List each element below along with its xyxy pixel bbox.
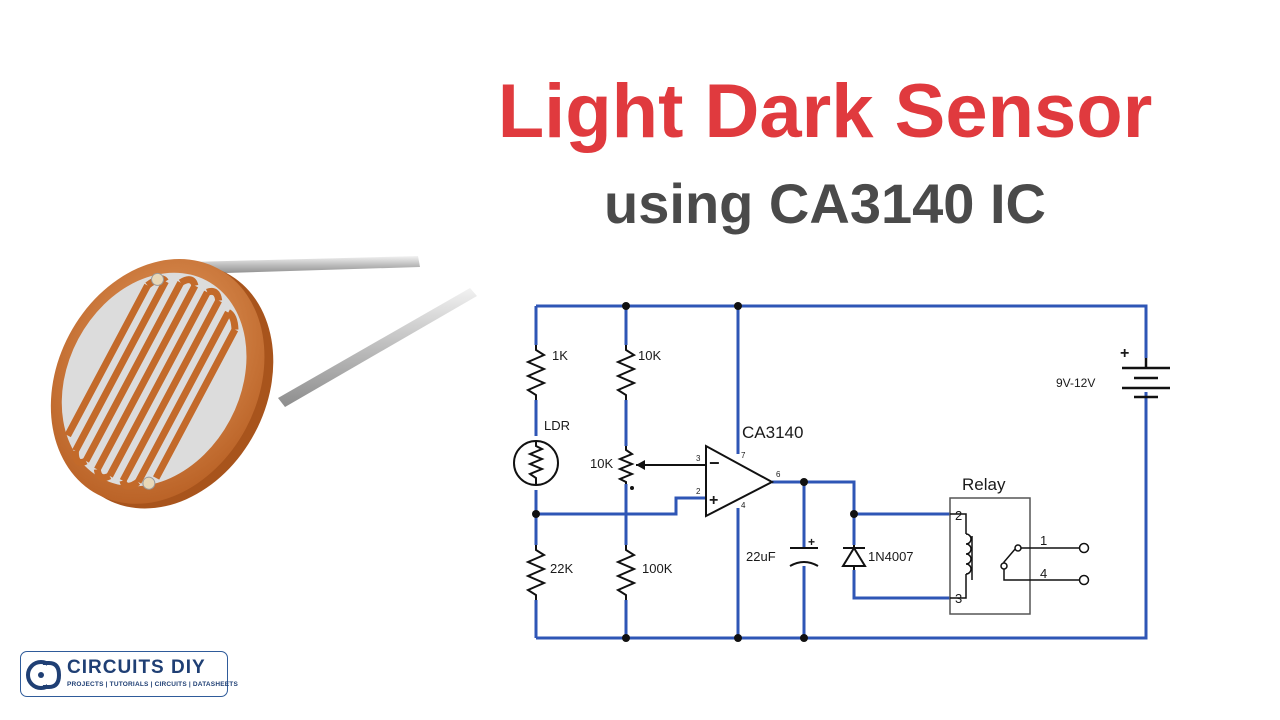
potentiometer-10k: [617, 446, 635, 484]
opamp-minus-sign: −: [709, 453, 720, 473]
resistor-100k: [615, 545, 637, 600]
label-cap: 22uF: [746, 549, 776, 564]
logo-wordmark: CIRCUITS DIY: [67, 657, 206, 678]
label-r2: 22K: [550, 561, 573, 576]
junction-dots: [532, 302, 858, 642]
circuits-diy-logo: CIRCUITS DIY PROJECTS | TUTORIALS | CIRC…: [20, 651, 238, 697]
pin-relay-contact-1: 1: [1040, 533, 1047, 548]
ldr-leads: [190, 256, 477, 407]
relay-box: [949, 497, 1090, 615]
label-relay: Relay: [962, 475, 1006, 494]
resistor-1k: [525, 345, 547, 400]
resistor-22k: [525, 545, 547, 600]
label-r4: 100K: [642, 561, 673, 576]
pin-ic-in-plus: 3: [696, 454, 701, 463]
pin-ic-gnd: 4: [741, 501, 746, 510]
ldr-symbol: [513, 440, 559, 486]
ldr-photo-illustration: [50, 256, 477, 509]
pin-relay-coil-bottom: 3: [955, 591, 962, 606]
opamp-plus-sign: +: [709, 492, 718, 509]
potentiometer-wiper: [630, 460, 706, 490]
logo-cd-icon: [26, 660, 62, 690]
opamp-ca3140: [705, 444, 775, 518]
pin-ic-out: 6: [776, 470, 781, 479]
label-r1: 1K: [552, 348, 568, 363]
pin-relay-coil-top: 2: [955, 508, 962, 523]
logo-tagline: PROJECTS | TUTORIALS | CIRCUITS | DATASH…: [67, 681, 238, 688]
pin-ic-vcc: 7: [741, 451, 746, 460]
label-battery: 9V-12V: [1056, 376, 1095, 390]
battery-plus-sign: +: [1120, 345, 1129, 362]
resistor-10k: [615, 345, 637, 400]
page-subtitle: using CA3140 IC: [604, 172, 1046, 235]
label-pot: 10K: [590, 456, 613, 471]
pin-ic-in-minus: 2: [696, 487, 701, 496]
diode-1n4007: [841, 545, 867, 570]
label-ldr: LDR: [544, 418, 570, 433]
pin-relay-contact-4: 4: [1040, 566, 1047, 581]
capacitor-22uf: [789, 547, 819, 567]
label-r3: 10K: [638, 348, 661, 363]
cap-plus-sign: +: [808, 535, 815, 549]
battery-symbol: [1122, 358, 1170, 399]
label-diode: 1N4007: [868, 549, 914, 564]
ldr-body: [50, 259, 274, 509]
page-title: Light Dark Sensor: [497, 69, 1153, 154]
label-ic: CA3140: [742, 423, 803, 442]
